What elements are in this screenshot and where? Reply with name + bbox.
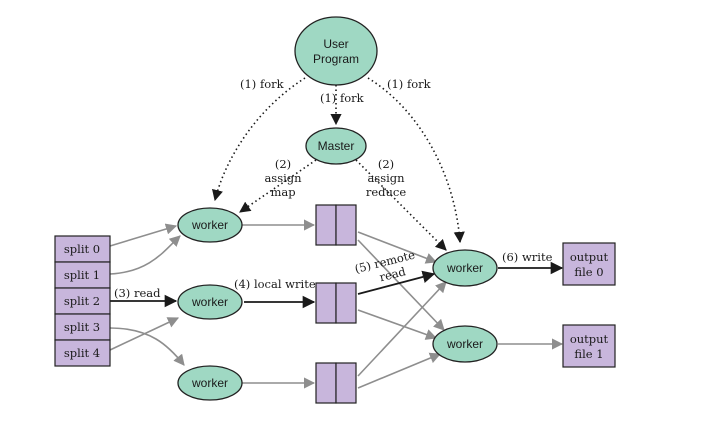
- map-worker-2-label: worker: [191, 295, 228, 309]
- fork-right-label: (1) fork: [387, 77, 432, 91]
- assign-map-label-line3: map: [270, 185, 295, 199]
- split3-to-worker3: [109, 327, 185, 366]
- intermediate-file-1: [315, 204, 357, 246]
- output-file-1-label-line1: output: [570, 332, 609, 346]
- output-file-0-label-line2: file 0: [574, 265, 603, 279]
- split1-to-worker1: [109, 235, 181, 275]
- remote-read-arrow: [357, 270, 436, 295]
- assign-map-label-line2: assign: [264, 171, 302, 185]
- map-worker-1-label: worker: [191, 218, 228, 232]
- map-worker-3: worker: [177, 365, 243, 401]
- intermediate-file-2: [315, 282, 357, 324]
- assign-map-arrow: [239, 159, 317, 213]
- output-file-0-label-line1: output: [570, 250, 609, 264]
- split-label-1: split 1: [64, 268, 100, 282]
- remote-read-label-line2: read: [378, 264, 408, 284]
- reduce-worker-2: worker: [432, 325, 498, 363]
- write-label: (6) write: [502, 250, 553, 264]
- split0-to-worker1: [109, 223, 178, 247]
- assign-reduce-label-line1: (2): [378, 157, 394, 171]
- assign-reduce-label-line3: reduce: [366, 185, 407, 199]
- assign-reduce-arrow: [355, 159, 447, 251]
- input-splits: split 0 split 1 split 2 split 3 split 4: [54, 235, 111, 367]
- box2-to-reduce2: [357, 309, 438, 340]
- reduce-worker-2-label: worker: [446, 337, 483, 351]
- output-file-0: output file 0: [562, 242, 616, 286]
- box1-to-reduce2: [357, 239, 445, 331]
- fork-arrow-left: [212, 77, 306, 202]
- local-write-label: (4) local write: [234, 277, 316, 291]
- box1-to-reduce1: [357, 231, 438, 264]
- intermediate-file-3: [315, 362, 357, 404]
- master-label: Master: [318, 139, 355, 153]
- split-box-0: [54, 235, 111, 263]
- output-file-1-label-line2: file 1: [574, 347, 603, 361]
- split-label-4: split 4: [64, 346, 100, 360]
- split-label-2: split 2: [64, 294, 100, 308]
- split-box-4: [54, 339, 111, 367]
- assign-reduce-label-line2: assign: [367, 171, 405, 185]
- box3-to-reduce1: [357, 281, 447, 377]
- fork-left-label: (1) fork: [240, 77, 285, 91]
- user-program-node: User Program: [294, 16, 378, 86]
- user-program-label-line2: Program: [313, 52, 359, 66]
- reduce-worker-1: worker: [432, 249, 498, 287]
- box3-to-reduce2: [357, 352, 442, 389]
- split-box-1: [54, 261, 111, 289]
- map-worker-3-label: worker: [191, 376, 228, 390]
- read-label: (3) read: [114, 286, 161, 300]
- split-box-3: [54, 313, 111, 341]
- fork-center-label: (1) fork: [320, 91, 365, 105]
- fork-arrow-right: [367, 77, 465, 244]
- master-node: Master: [305, 127, 367, 165]
- assign-map-label-line1: (2): [275, 157, 291, 171]
- output-file-1: output file 1: [562, 324, 616, 368]
- map-worker-2: worker: [177, 284, 243, 320]
- reduce-worker-1-label: worker: [446, 261, 483, 275]
- split-label-0: split 0: [64, 242, 100, 256]
- user-program-label-line1: User: [323, 37, 348, 51]
- map-worker-1: worker: [177, 207, 243, 243]
- split-label-3: split 3: [64, 320, 100, 334]
